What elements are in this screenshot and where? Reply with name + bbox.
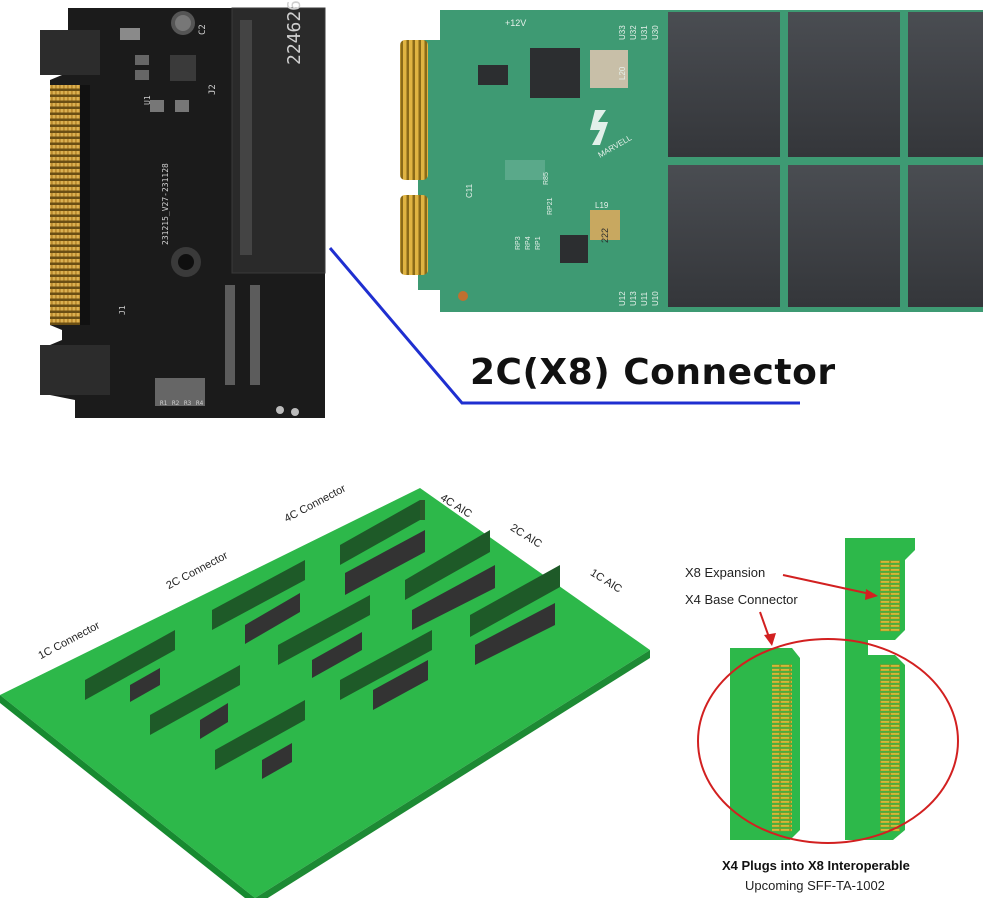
callout-leader-line (328, 247, 800, 405)
nand-chip (908, 12, 983, 157)
interop-highlight-ellipse (697, 638, 959, 844)
ssd-silk-rp21: RP21 (547, 197, 554, 215)
ssd-silk-rp4: RP4 (525, 236, 532, 250)
ssd-silk-12v: +12V (505, 18, 526, 28)
x8-expansion-contacts (880, 560, 900, 632)
x8-base-contacts (880, 664, 900, 832)
m2-ssd-board: MARVELL +12V U33 U32 U31 U30 L20 U12 U13… (400, 10, 983, 312)
ssd-contacts-upper (400, 40, 428, 180)
1c-connector-slot (215, 700, 305, 779)
ssd-silk-u32: U32 (629, 25, 638, 40)
ssd-silk-l19: L19 (595, 201, 609, 210)
expansion-arrow (782, 574, 876, 596)
silk-r2: R2 (172, 400, 180, 407)
label-x4-base-connector: X4 Base Connector (685, 592, 798, 607)
ssd-silk-u10: U10 (651, 291, 660, 306)
nand-chip (908, 165, 983, 307)
black-adapter-board: 224626 231215_V27-231128 C2 J2 U1 J1 R1 … (40, 0, 326, 418)
board-part-code: 231215_V27-231128 (161, 163, 170, 245)
4c-connector-slot (340, 500, 560, 665)
silk-j2: J2 (208, 84, 218, 95)
ssd-silk-u30: U30 (651, 25, 660, 40)
silk-j1: J1 (118, 305, 127, 315)
interop-card-diagram (697, 538, 959, 844)
label-x8-expansion: X8 Expansion (685, 565, 766, 580)
nand-chip (668, 12, 780, 157)
board-serial: 224626 (284, 0, 305, 65)
connector-isometric-diagram (0, 488, 650, 898)
silk-u1: U1 (143, 95, 152, 105)
2c-connector-slot (340, 630, 432, 710)
controller-chip (530, 48, 580, 98)
2c-connector-slot (212, 560, 305, 644)
ssd-silk-c11: C11 (465, 183, 474, 198)
nand-chip (788, 165, 900, 307)
ssd-silk-u31: U31 (640, 25, 649, 40)
interop-caption-line2: Upcoming SFF-TA-1002 (745, 878, 885, 893)
x4-contacts (772, 664, 792, 832)
ssd-silk-r85: R85 (543, 172, 550, 185)
interop-caption-line1: X4 Plugs into X8 Interoperable (722, 858, 910, 873)
ssd-contacts-lower (400, 195, 428, 275)
ssd-silk-u11: U11 (640, 291, 649, 306)
ssd-silk-rp3: RP3 (515, 236, 522, 250)
silk-r4: R4 (196, 400, 204, 407)
silk-c2: C2 (198, 24, 208, 35)
ssd-silk-222: 222 (600, 228, 610, 243)
1c-connector-slot (150, 665, 240, 739)
nand-chip (668, 165, 780, 307)
silk-r1: R1 (160, 400, 168, 407)
silk-r3: R3 (184, 400, 192, 407)
nand-chip (788, 12, 900, 157)
ssd-silk-u12: U12 (618, 291, 627, 306)
ssd-silk-l20: L20 (618, 66, 627, 80)
ssd-silk-u33: U33 (618, 25, 627, 40)
ssd-silk-u13: U13 (629, 291, 638, 306)
ssd-silk-rp1: RP1 (535, 236, 542, 250)
gold-edge-contacts (50, 85, 80, 325)
2c-connector-slot (278, 595, 370, 678)
1c-connector-slot (85, 630, 175, 702)
main-caption: 2C(X8) Connector (470, 352, 836, 393)
